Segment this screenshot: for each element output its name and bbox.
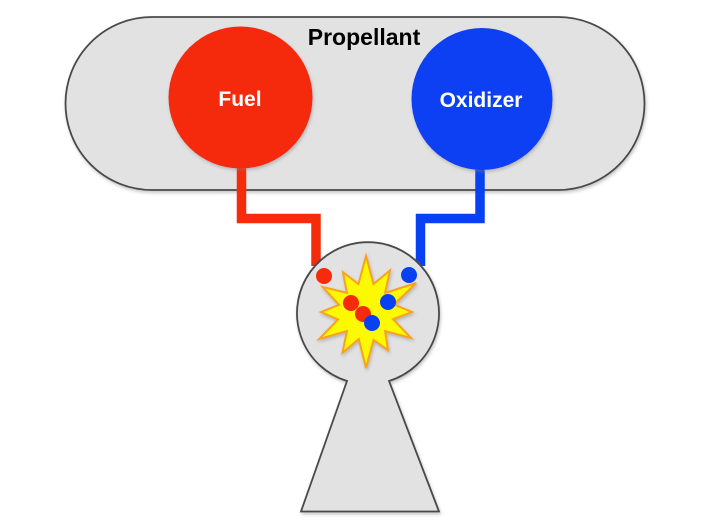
oxidizer-label: Oxidizer	[440, 89, 523, 112]
particles	[316, 267, 417, 331]
fuel-particle	[316, 268, 332, 284]
fuel-tank	[168, 26, 313, 169]
propellant-label: Propellant	[308, 24, 421, 50]
fuel-pipe	[236, 150, 321, 266]
oxidizer-particle	[380, 294, 396, 310]
oxidizer-pipe	[415, 150, 485, 266]
fuel-particle	[343, 295, 359, 311]
oxidizer-particle	[401, 267, 417, 283]
oxidizer-tank	[411, 28, 553, 170]
oxidizer-particle	[364, 315, 380, 331]
fuel-label: Fuel	[218, 88, 261, 111]
